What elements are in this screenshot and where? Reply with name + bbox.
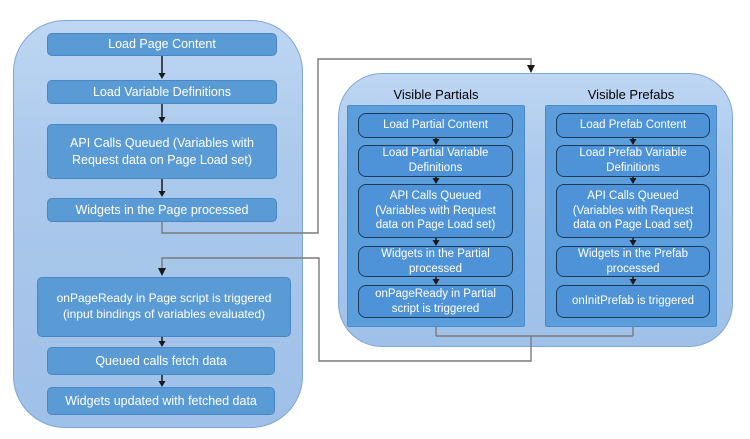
- partial-step-onpageready-triggered: onPageReady in Partial script is trigger…: [358, 285, 513, 318]
- partials-title: Visible Partials: [393, 87, 479, 102]
- prefab-step-api-calls-queued: API Calls Queued (Variables with Request…: [556, 184, 710, 238]
- prefab-step-load-content: Load Prefab Content: [556, 113, 710, 138]
- partial-step-widgets-processed: Widgets in the Partial processed: [358, 246, 513, 277]
- step-api-calls-queued: API Calls Queued (Variables with Request…: [47, 124, 277, 179]
- step-queued-calls-fetch-data: Queued calls fetch data: [47, 347, 275, 375]
- partial-step-load-content: Load Partial Content: [358, 113, 513, 138]
- prefab-step-oninitprefab-triggered: onInitPrefab is triggered: [556, 285, 710, 318]
- prefabs-title: Visible Prefabs: [587, 87, 675, 102]
- arrowhead-into-right-container: [527, 65, 535, 73]
- step-widgets-updated: Widgets updated with fetched data: [47, 387, 275, 415]
- step-widgets-page-processed: Widgets in the Page processed: [47, 198, 277, 222]
- partial-step-api-calls-queued: API Calls Queued (Variables with Request…: [358, 184, 513, 238]
- partial-step-load-variable-definitions: Load Partial Variable Definitions: [358, 145, 513, 177]
- prefab-step-load-variable-definitions: Load Prefab Variable Definitions: [556, 145, 710, 177]
- step-load-variable-definitions: Load Variable Definitions: [47, 80, 277, 104]
- step-load-page-content: Load Page Content: [47, 33, 277, 56]
- step-onpageready-page-script: onPageReady in Page script is triggered …: [37, 277, 291, 337]
- prefab-step-widgets-processed: Widgets in the Prefab processed: [556, 246, 710, 277]
